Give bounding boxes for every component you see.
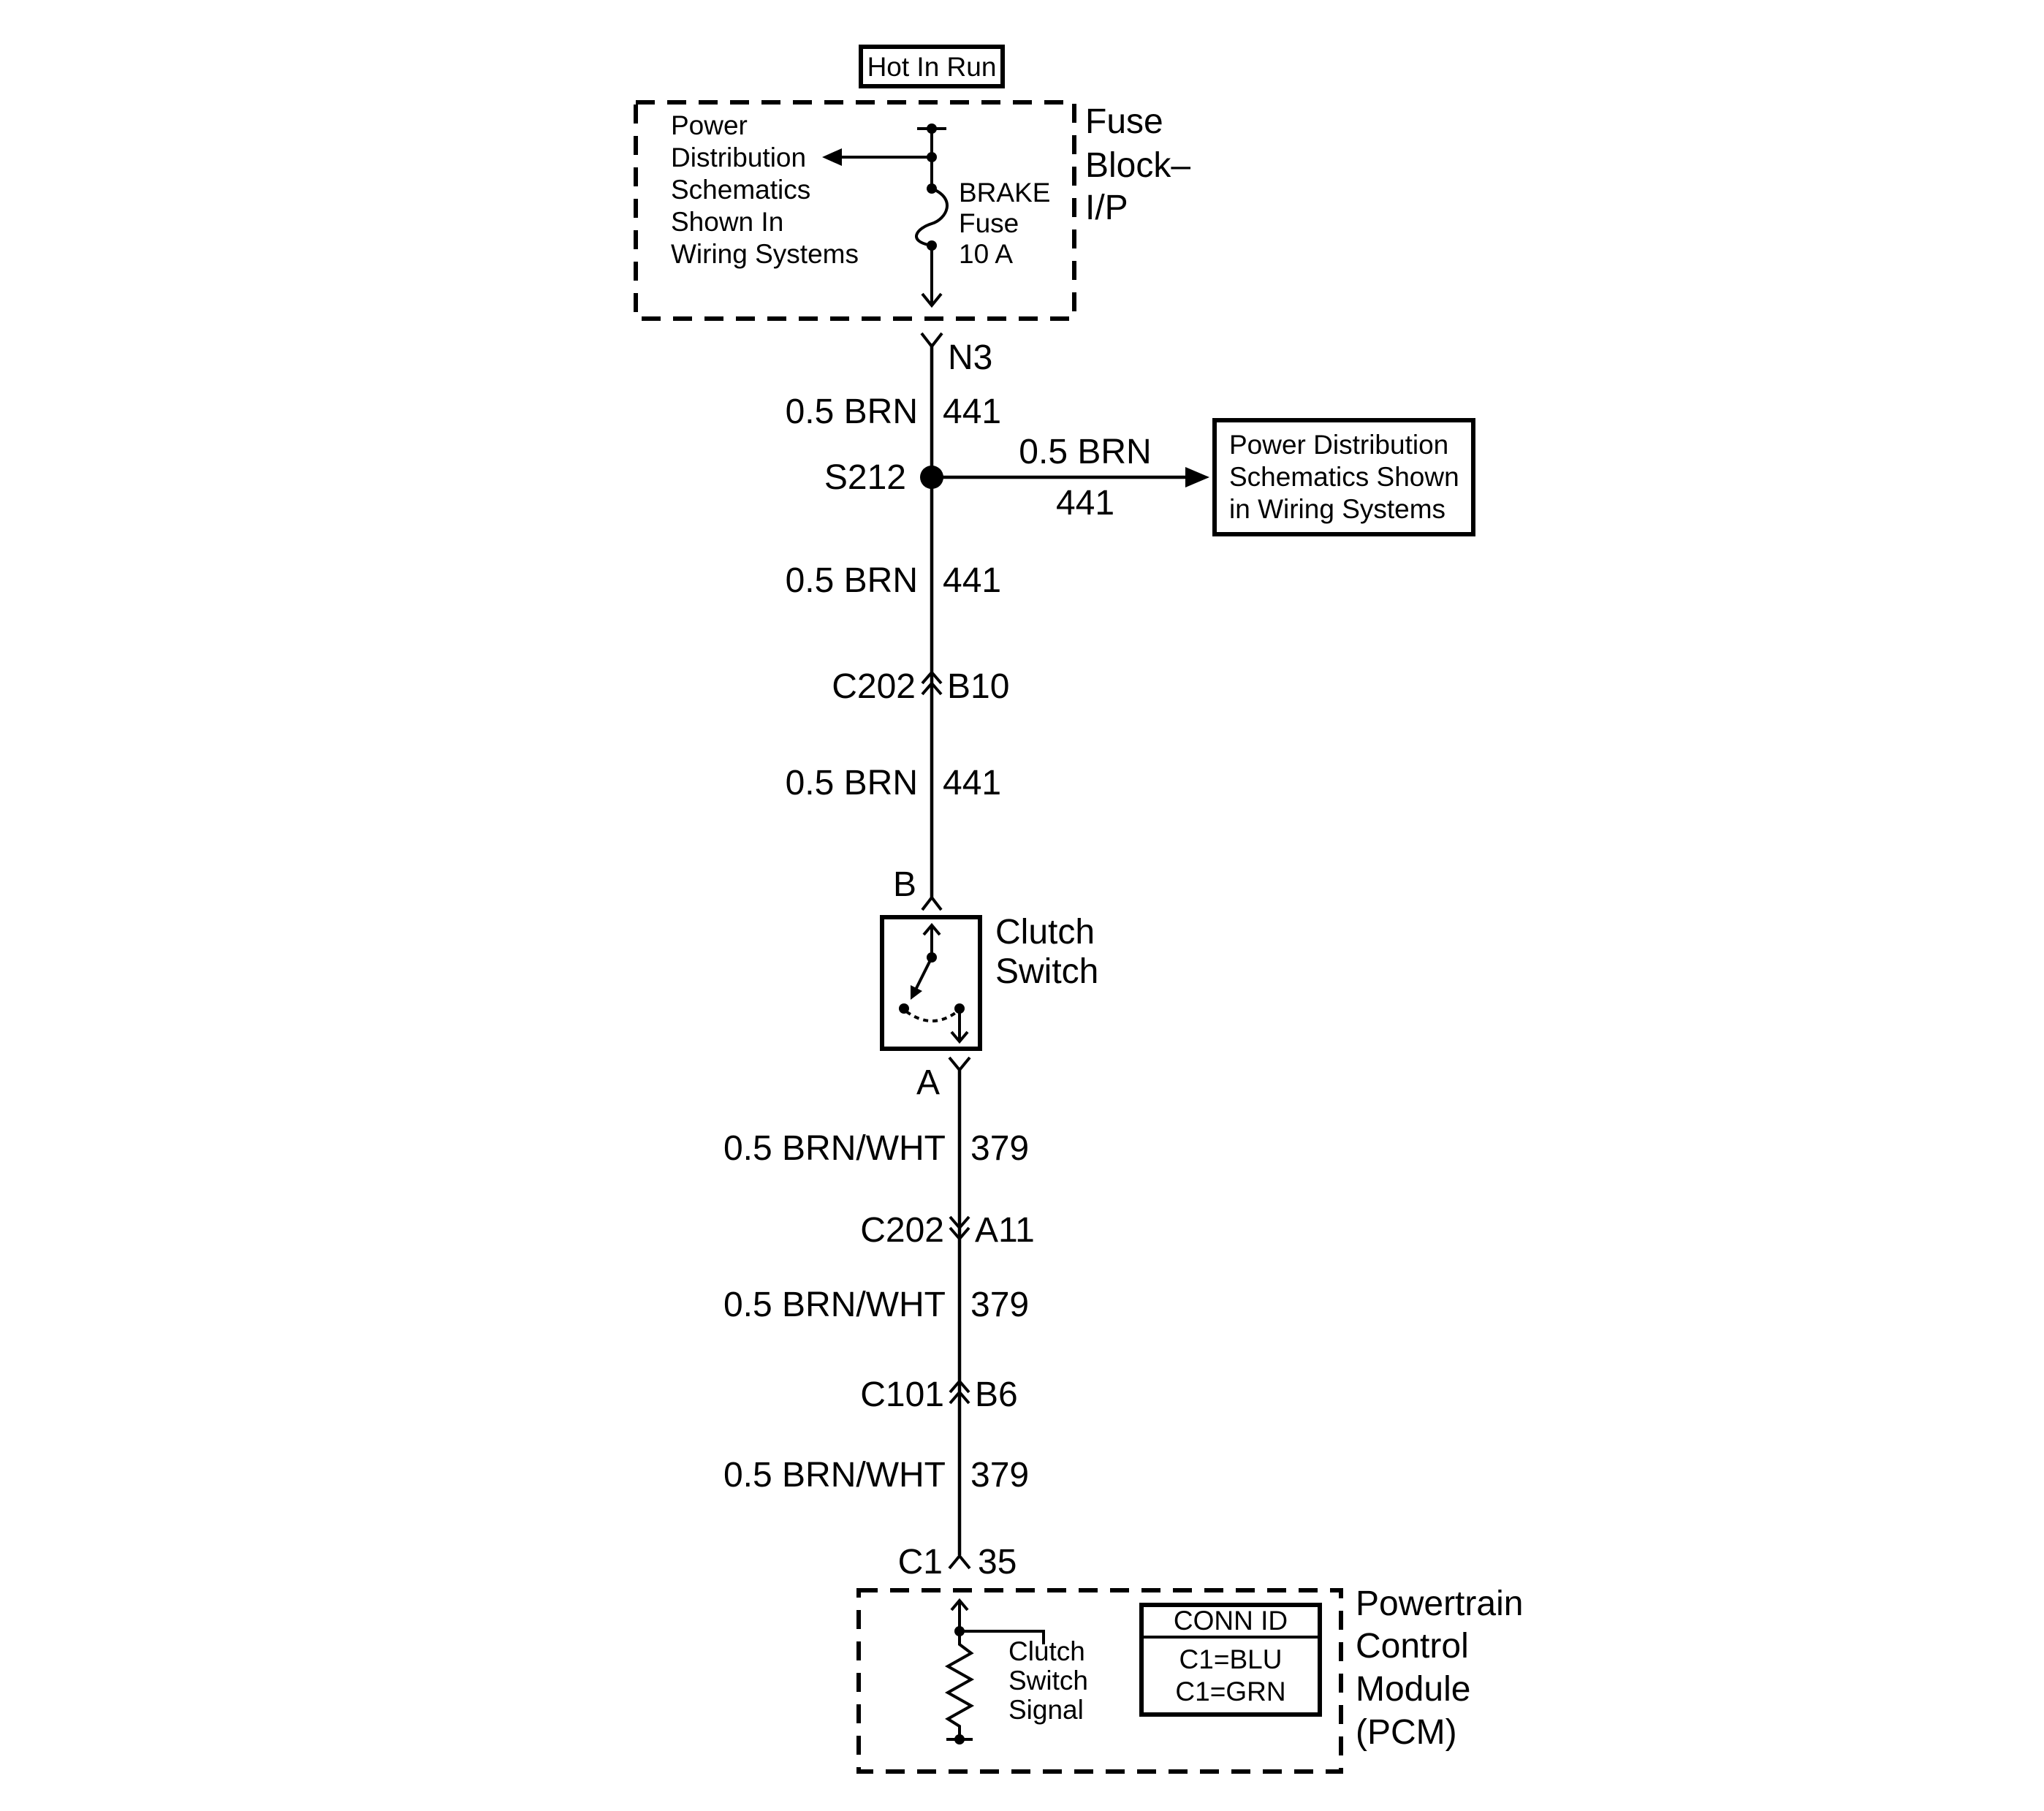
connector-c202-a11-pin: A11: [975, 1211, 1035, 1250]
fuse-block-name-line-1: Fuse: [1085, 102, 1163, 141]
fuse-block-note-line-3: Schematics: [671, 175, 810, 205]
fuse-block-note-line-1: Power: [671, 110, 748, 140]
fuse-block-name-line-3: I/P: [1085, 189, 1128, 227]
power-distribution-box: Power Distribution Schematics Shown in W…: [1212, 418, 1475, 536]
pcm-module: Powertrain Control Module (PCM) Clutch S…: [856, 1584, 1523, 1774]
left-arrow-icon: [822, 148, 842, 166]
wire-seg1-color: 0.5 BRN: [786, 392, 918, 431]
wire-seg6-color: 0.5 BRN/WHT: [723, 1456, 946, 1495]
wire-seg4-circuit: 379: [970, 1129, 1029, 1168]
pcm-name-line-3: Module: [1356, 1670, 1470, 1709]
wire-seg2-color: 0.5 BRN: [786, 561, 918, 600]
pcm-signal-line-1: Clutch: [1008, 1636, 1085, 1666]
connector-c202-a11: C202 A11: [860, 1211, 1035, 1250]
wire-seg5-circuit: 379: [970, 1286, 1029, 1324]
branch-wire-circuit: 441: [1056, 484, 1114, 523]
connector-c1-pin: 35: [978, 1543, 1017, 1582]
wire-seg3-circuit: 441: [943, 764, 1001, 802]
connector-c202-a11-name: C202: [860, 1211, 944, 1250]
switch-contact-icon: [899, 922, 969, 1044]
pcm-name-line-2: Control: [1356, 1627, 1469, 1666]
conn-id-row-2: C1=GRN: [1175, 1677, 1285, 1706]
pcm-name-line-1: Powertrain: [1356, 1584, 1523, 1623]
connector-c202-b10-name: C202: [832, 667, 916, 706]
wire-label-seg6: 0.5 BRN/WHT 379: [723, 1456, 1029, 1495]
fuse-block-note-line-4: Shown In: [671, 207, 783, 237]
branch-wire-color: 0.5 BRN: [1019, 433, 1151, 471]
pcm-signal-line-3: Signal: [1008, 1695, 1084, 1725]
wire-seg6-circuit: 379: [970, 1456, 1029, 1495]
connector-c101-b6: C101 B6: [860, 1375, 1017, 1414]
conn-id-title: CONN ID: [1174, 1606, 1288, 1636]
wire-seg1-circuit: 441: [943, 392, 1001, 431]
wire-seg5-color: 0.5 BRN/WHT: [723, 1286, 946, 1324]
branch-wire: 0.5 BRN 441: [932, 433, 1209, 523]
fuse-block-name-line-2: Block–: [1085, 146, 1190, 185]
fuse-block-ip: Fuse Block– I/P Power Distribution Schem…: [634, 100, 1190, 321]
brake-fuse-line-2: Fuse: [959, 208, 1019, 238]
fuse-block-note-line-2: Distribution: [671, 143, 806, 172]
connector-c1-name: C1: [898, 1543, 943, 1582]
connector-c101-b6-pin: B6: [975, 1375, 1018, 1414]
splice-s212-label: S212: [824, 458, 906, 497]
connector-c202-b10: C202 B10: [832, 667, 1009, 706]
conn-id-table: CONN ID C1=BLU C1=GRN: [1139, 1603, 1322, 1717]
power-distribution-line-2: Schematics Shown: [1229, 462, 1459, 492]
clutch-switch-name-line-2: Switch: [995, 952, 1098, 991]
fuse-block-note-line-5: Wiring Systems: [671, 239, 859, 269]
brake-fuse-line-1: BRAKE: [959, 178, 1050, 208]
clutch-switch-pin-a: A: [916, 1063, 940, 1102]
pcm-name-line-4: (PCM): [1356, 1713, 1457, 1752]
conn-id-row-1: C1=BLU: [1179, 1644, 1283, 1674]
clutch-switch: B Clutch Switch A: [880, 865, 1098, 1102]
clutch-switch-pin-b: B: [893, 865, 916, 904]
brake-fuse-line-3: 10 A: [959, 239, 1013, 269]
connector-c202-b10-pin: B10: [947, 667, 1009, 706]
hot-in-run-text: Hot In Run: [867, 52, 997, 82]
splice-s212: S212: [824, 458, 943, 497]
connector-c1-35: C1 35: [898, 1543, 1017, 1582]
terminal-n3-label: N3: [948, 338, 992, 377]
connector-c101-b6-name: C101: [860, 1375, 944, 1414]
right-arrow-icon: [1185, 467, 1209, 487]
wire-label-seg3: 0.5 BRN 441: [786, 764, 1002, 802]
pcm-signal-line-2: Switch: [1008, 1666, 1088, 1696]
terminal-n3: N3: [920, 332, 992, 377]
brake-fuse-icon: [915, 183, 949, 308]
power-distribution-line-1: Power Distribution: [1229, 430, 1448, 460]
wire-label-seg5: 0.5 BRN/WHT 379: [723, 1286, 1029, 1324]
clutch-switch-name-line-1: Clutch: [995, 913, 1095, 952]
wire-label-seg2: 0.5 BRN 441: [786, 561, 1002, 600]
hot-in-run-label: Hot In Run: [859, 45, 1005, 88]
resistor-icon: [944, 1598, 1045, 1744]
wire-label-seg1: 0.5 BRN 441: [786, 392, 1002, 431]
power-distribution-line-3: in Wiring Systems: [1229, 494, 1445, 524]
wire-seg2-circuit: 441: [943, 561, 1001, 600]
wire-seg4-color: 0.5 BRN/WHT: [723, 1129, 946, 1168]
wire-label-seg4: 0.5 BRN/WHT 379: [723, 1129, 1029, 1168]
wire-seg3-color: 0.5 BRN: [786, 764, 918, 802]
